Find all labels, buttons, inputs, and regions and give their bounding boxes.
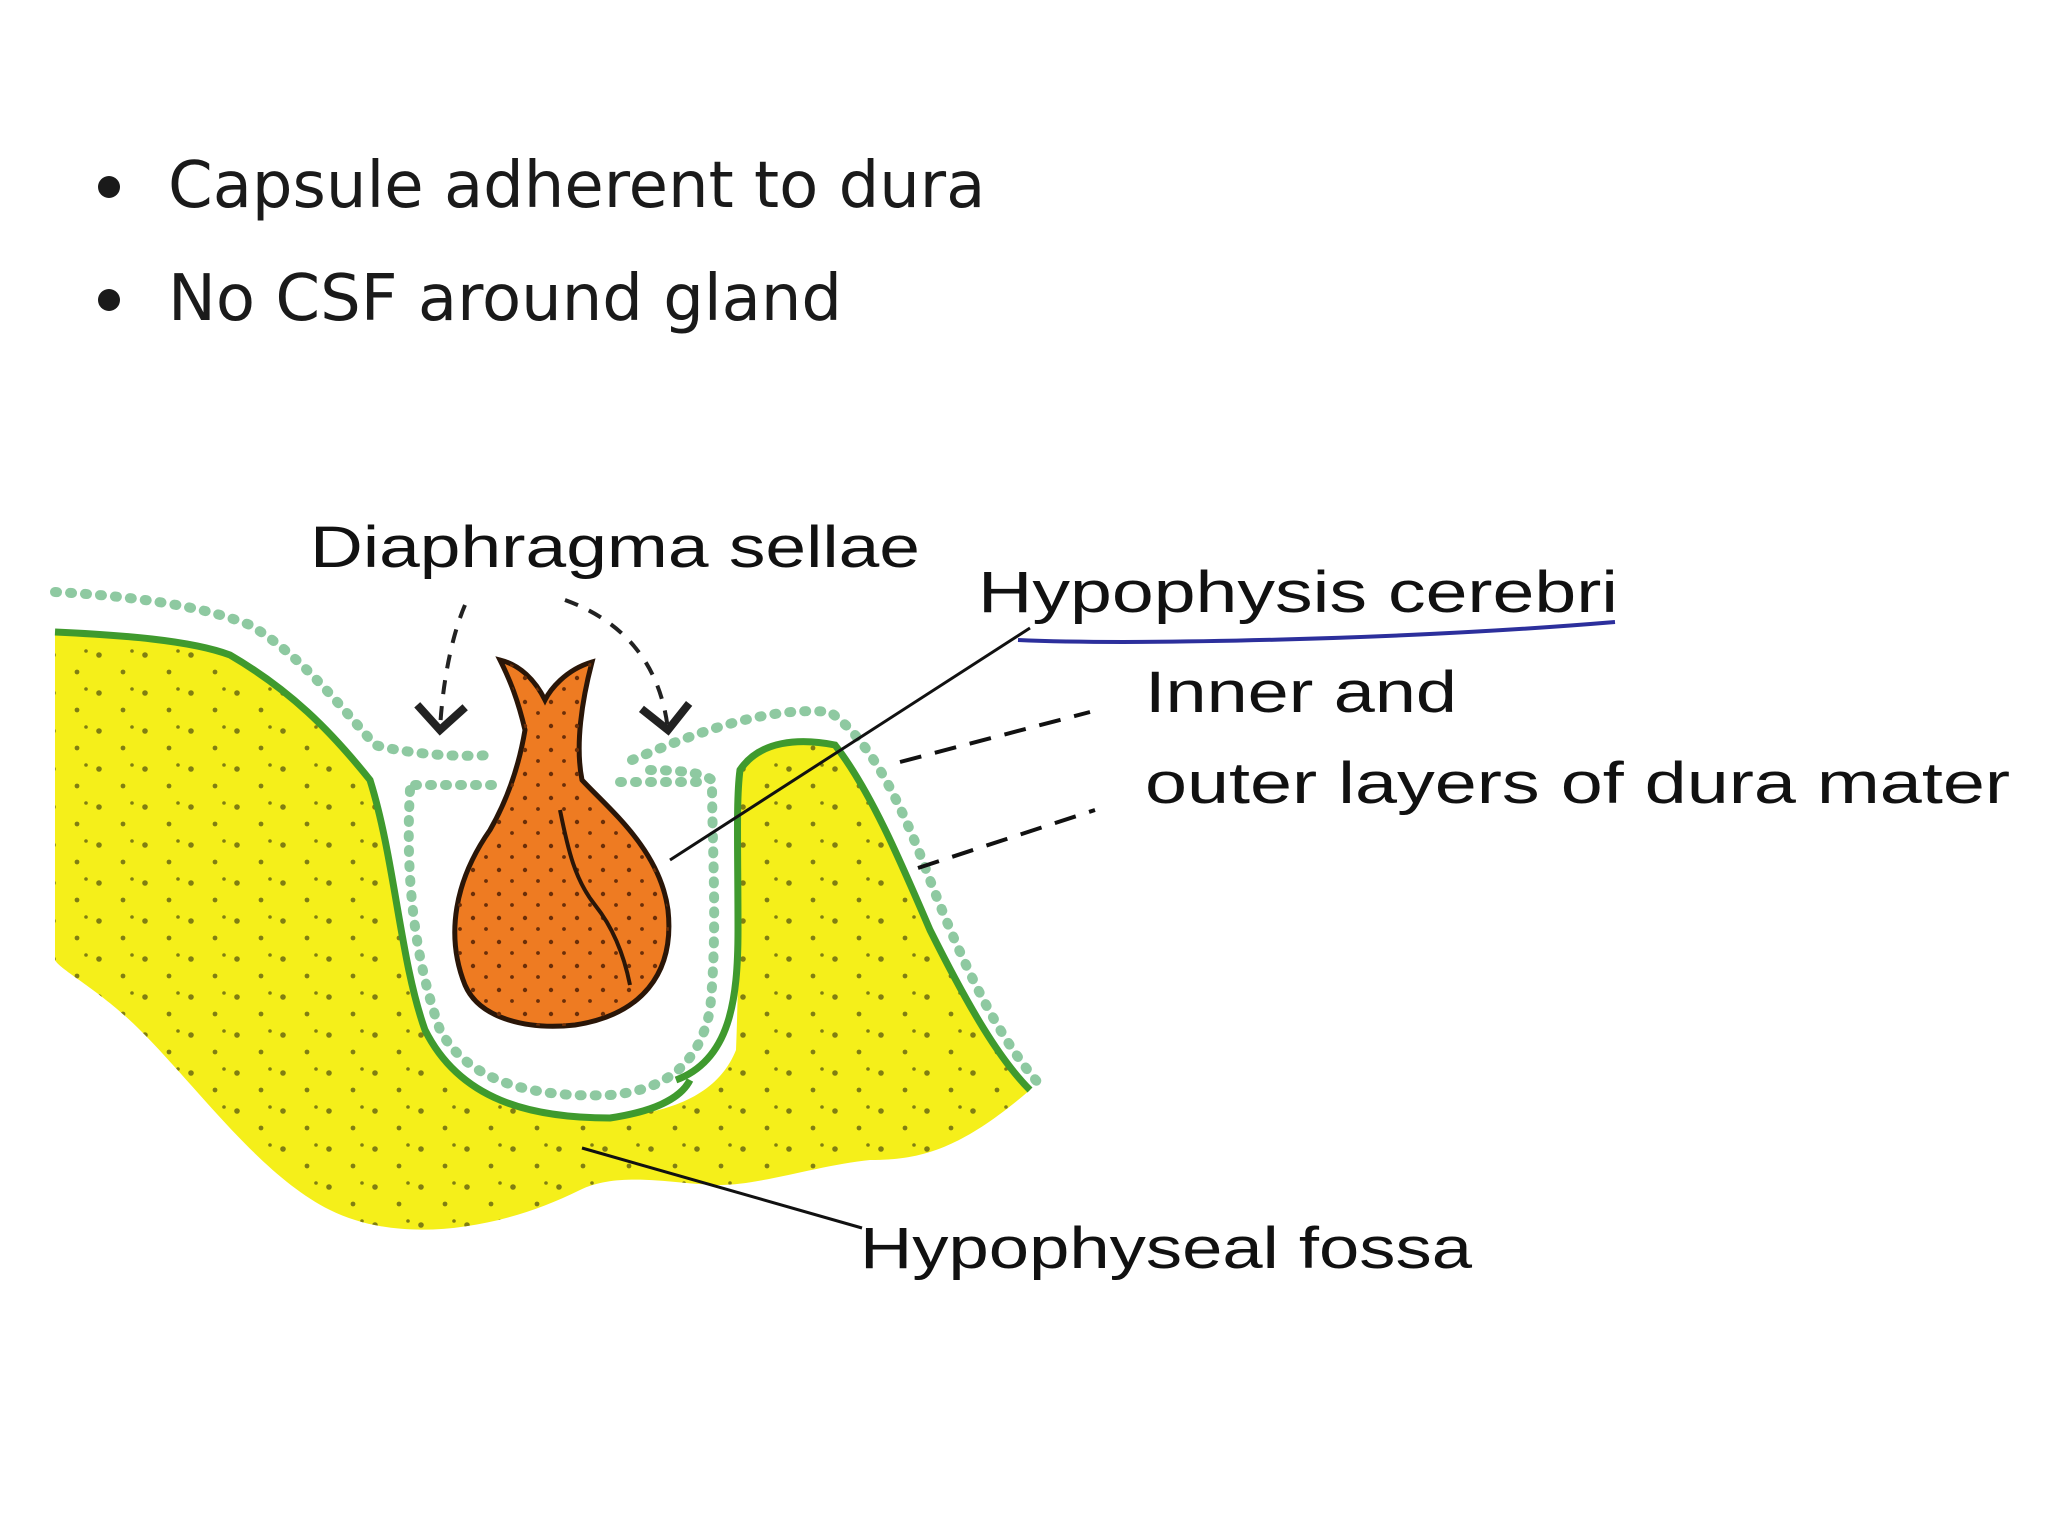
label-hypophysis-cerebri: Hypophysis cerebri: [978, 560, 1618, 625]
label-outer-dura: outer layers of dura mater: [1145, 751, 2010, 816]
gland-cleft: [558, 809, 632, 986]
label-diaphragma-sellae: Diaphragma sellae: [310, 515, 920, 580]
label-hypophyseal-fossa: Hypophyseal fossa: [860, 1216, 1473, 1281]
hypophysis-leader-line: [669, 626, 1031, 862]
inner-dura-layer: [50, 587, 495, 761]
fossa-leader-line: [581, 1146, 863, 1230]
outer-dura-layer: [54, 628, 694, 1122]
bullet-dot-icon: [98, 176, 120, 198]
outer-dura-layer-right: [674, 738, 1033, 1093]
diaphragma-arrow-right: [564, 598, 693, 736]
bullet-list: Capsule adherent to dura No CSF around g…: [90, 130, 985, 356]
inner-dura-leader-line: [899, 710, 1091, 764]
inner-dura-fossa-lining: [403, 765, 720, 1101]
bullet-item: No CSF around gland: [90, 243, 985, 356]
bullet-dot-icon: [98, 289, 120, 311]
gland-dots: [454, 660, 669, 1027]
bullet-text: No CSF around gland: [168, 262, 843, 336]
hypophysis-underline: [1017, 620, 1616, 644]
label-inner-dura: Inner and: [1145, 660, 1457, 725]
inner-dura-right: [627, 706, 1045, 1090]
bullet-text: Capsule adherent to dura: [168, 149, 986, 223]
diaphragma-arrow-left: [414, 604, 468, 736]
bone-dots: [55, 632, 1030, 1230]
bullet-item: Capsule adherent to dura: [90, 130, 985, 243]
outer-dura-leader-line: [917, 808, 1096, 870]
